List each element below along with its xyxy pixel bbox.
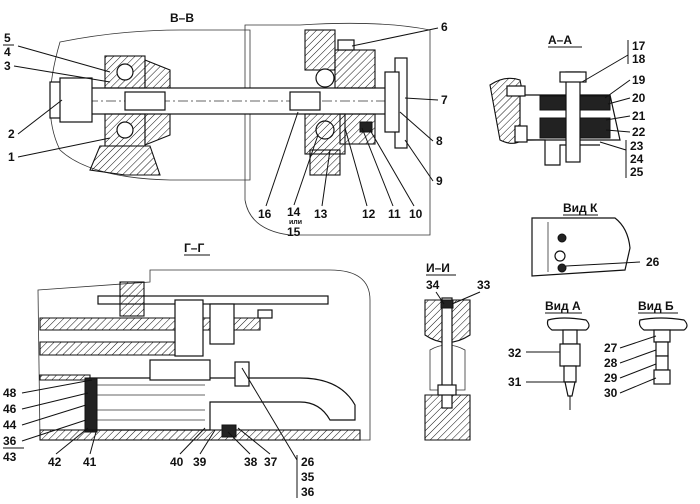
label-1: 1: [8, 150, 15, 164]
label-2: 2: [8, 127, 15, 141]
label-16: 16: [258, 207, 272, 221]
view-k-title: Вид К: [563, 201, 598, 215]
section-gg-drawing: Г–Г: [37, 241, 371, 441]
section-ii-title: И–И: [426, 261, 450, 275]
label-13: 13: [314, 207, 328, 221]
view-k: Вид К 26: [531, 201, 660, 277]
label-14: 14: [287, 205, 301, 219]
label-32: 32: [508, 346, 522, 360]
label-6: 6: [441, 20, 448, 34]
label-9: 9: [436, 174, 443, 188]
section-bb-title: В–В: [170, 11, 194, 25]
label-10: 10: [409, 207, 423, 221]
view-a-labels: 32 31: [508, 346, 566, 389]
label-36: 36: [3, 434, 17, 448]
section-aa-title: А–А: [548, 33, 572, 47]
label-40: 40: [170, 455, 184, 469]
label-33: 33: [477, 278, 491, 292]
label-38: 38: [244, 455, 258, 469]
label-17: 17: [632, 39, 646, 53]
section-bb-drawing: В–В: [49, 11, 431, 236]
label-12: 12: [362, 207, 376, 221]
label-18: 18: [632, 52, 646, 66]
view-a: Вид А: [545, 299, 590, 410]
label-11: 11: [388, 207, 401, 221]
section-bb-labels: 5 4 3 2 1 6 7 8 9 10 11 12 13 14 или 15 …: [3, 20, 448, 239]
label-5: 5: [4, 31, 11, 45]
label-34: 34: [426, 278, 440, 292]
label-26-vid-k: 26: [646, 255, 660, 269]
label-21: 21: [632, 109, 646, 123]
label-25: 25: [630, 165, 644, 179]
label-27: 27: [604, 341, 618, 355]
view-b-title: Вид Б: [638, 299, 674, 313]
label-23: 23: [630, 139, 644, 153]
label-8: 8: [436, 134, 443, 148]
label-19: 19: [632, 73, 646, 87]
section-ii-drawing: И–И: [424, 261, 471, 441]
label-ili: или: [289, 219, 302, 226]
label-35: 35: [301, 470, 315, 484]
label-39: 39: [193, 455, 207, 469]
label-29: 29: [604, 371, 618, 385]
section-aa-drawing: А–А: [489, 33, 621, 166]
label-48: 48: [3, 386, 17, 400]
label-4: 4: [4, 45, 11, 59]
section-gg-labels: 48 46 44 36 43 42 41 40 39 38 37 26 35 3…: [3, 367, 315, 499]
label-36-gg: 36: [301, 485, 315, 499]
label-30: 30: [604, 386, 618, 400]
section-gg-title: Г–Г: [184, 241, 204, 255]
label-20: 20: [632, 91, 646, 105]
view-b: Вид Б: [638, 299, 688, 385]
label-37: 37: [264, 455, 278, 469]
section-ii-labels: 34 33: [426, 278, 491, 305]
label-7: 7: [441, 93, 448, 107]
label-28: 28: [604, 356, 618, 370]
label-15: 15: [287, 225, 301, 239]
view-a-title: Вид А: [545, 299, 581, 313]
label-26-gg: 26: [301, 455, 315, 469]
label-43: 43: [3, 450, 17, 464]
section-aa-labels: 17 18 19 20 21 22 23 24 25: [581, 39, 646, 179]
label-44: 44: [3, 418, 17, 432]
label-46: 46: [3, 402, 17, 416]
label-41: 41: [83, 455, 97, 469]
view-b-labels: 27 28 29 30: [604, 335, 657, 400]
label-24: 24: [630, 152, 644, 166]
label-31: 31: [508, 375, 522, 389]
label-42: 42: [48, 455, 62, 469]
label-3: 3: [4, 59, 11, 73]
label-22: 22: [632, 125, 646, 139]
